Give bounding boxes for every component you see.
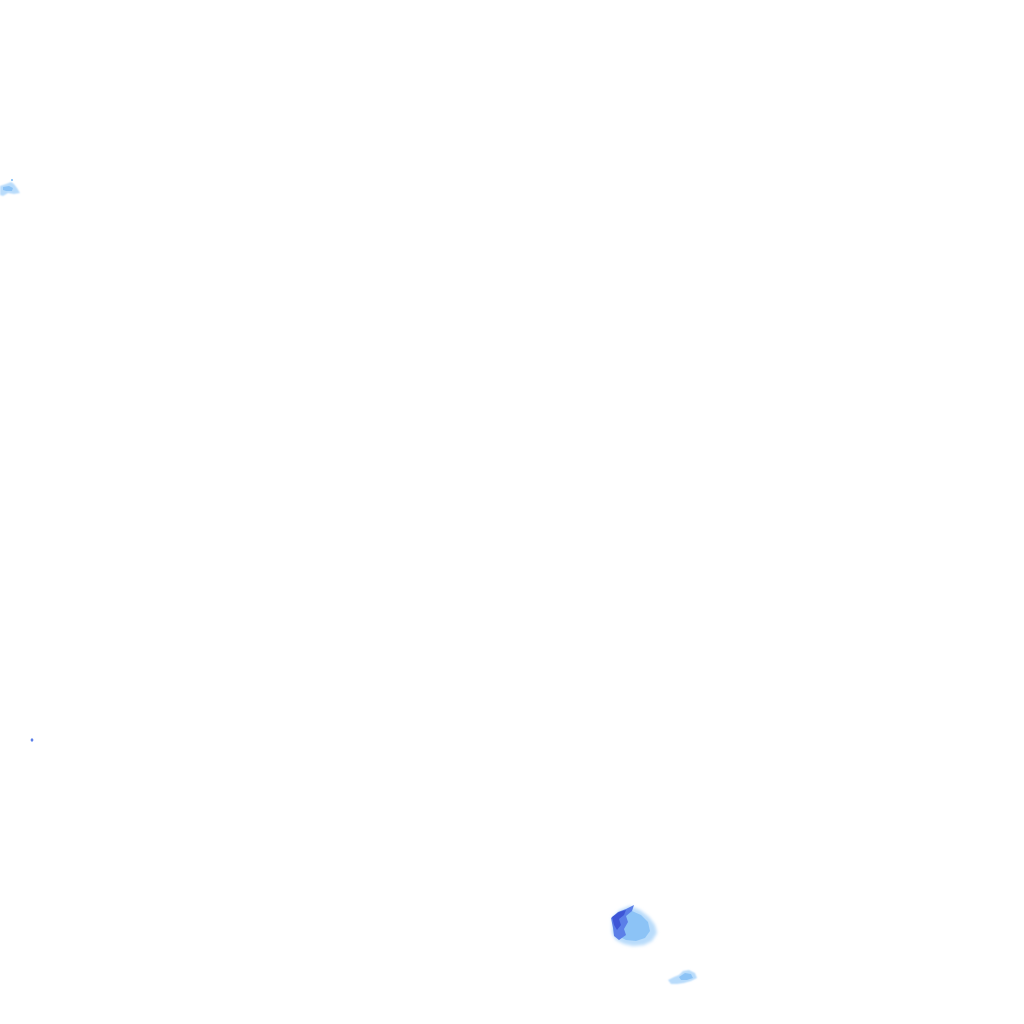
echo-west-speck [30, 738, 34, 742]
echo-south-fragment [668, 970, 697, 984]
echo-south-cell-core [612, 910, 626, 930]
echo-northwest-edge [0, 178, 20, 196]
echo-south-fragment-core [679, 973, 693, 980]
echo-west-speck-mark [30, 738, 34, 742]
echo-northwest-edge-core [3, 186, 13, 191]
echo-northwest-edge-dot [10, 178, 14, 182]
echo-south-cell [611, 905, 657, 946]
